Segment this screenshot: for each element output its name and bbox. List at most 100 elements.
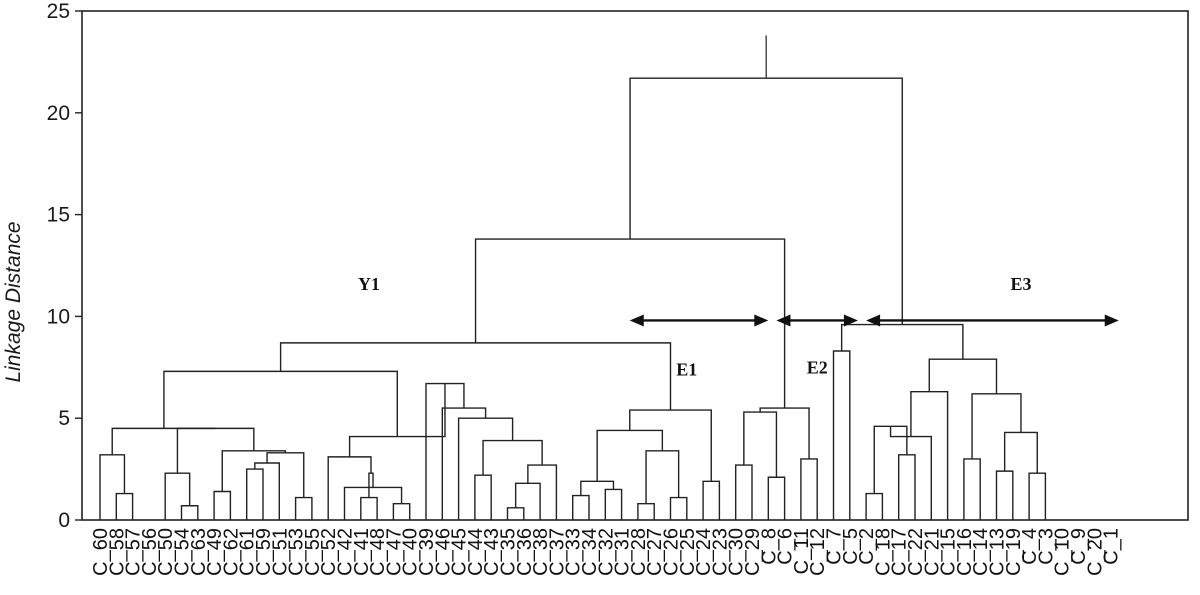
leaf-label: C_15 — [938, 528, 960, 576]
cluster-range-arrows — [629, 314, 1119, 327]
leaf-label: C_9 — [1068, 528, 1090, 565]
leaf-label: C_21 — [921, 528, 943, 576]
leaf-label: C_16 — [954, 528, 976, 576]
dendrogram-link — [865, 492, 884, 520]
dendrogram-link — [266, 452, 305, 498]
leaf-label: C_28 — [628, 528, 650, 576]
dendrogram-link — [360, 496, 378, 520]
leaf-label: C_49 — [204, 528, 226, 576]
leaf-label: C_41 — [351, 528, 373, 576]
arrow-head-left — [866, 314, 881, 327]
leaf-label: C_5 — [840, 528, 862, 565]
leaf-label: C_23 — [709, 528, 731, 576]
leaf-label: C_29 — [742, 528, 764, 576]
leaf-labels: C_60C_58C_57C_56C_50C_54C_63C_49C_62C_61… — [90, 528, 1123, 576]
leaf-label: C_50 — [155, 528, 177, 576]
dendrogram-link — [735, 464, 753, 520]
leaf-label: C_62 — [220, 528, 242, 576]
y-tick-label: 15 — [47, 204, 70, 227]
leaf-label: C_6 — [775, 528, 797, 565]
dendrogram-link — [1003, 431, 1038, 474]
leaf-label: C_58 — [106, 528, 128, 576]
arrow-head-right — [1104, 314, 1119, 327]
dendrogram-link — [246, 468, 264, 520]
leaf-label: C_35 — [498, 528, 520, 576]
leaf-label: C_55 — [302, 528, 324, 576]
dendrogram-link — [910, 391, 949, 520]
y-tick-label: 0 — [58, 509, 70, 532]
dendrogram-link — [928, 358, 998, 394]
dendrogram-link — [604, 488, 623, 520]
leaf-label: C_32 — [595, 528, 617, 576]
dendrogram-link — [898, 454, 916, 520]
leaf-label: C_54 — [172, 528, 194, 576]
y-axis-title: Linkage Distance — [2, 221, 25, 382]
leaf-label: C_48 — [367, 528, 389, 576]
leaf-label: C_63 — [188, 528, 210, 576]
dendrogram-link — [111, 427, 216, 455]
plot-frame — [81, 10, 1189, 521]
dendrogram-link — [759, 407, 810, 459]
dendrogram-links — [99, 35, 1047, 520]
leaf-label: C_61 — [237, 528, 259, 576]
dendrogram-link — [514, 482, 541, 520]
dendrogram-link — [840, 323, 964, 360]
dendrogram-link — [963, 458, 981, 520]
dendrogram-link — [995, 470, 1014, 520]
leaf-label: C_34 — [579, 528, 601, 576]
arrow-head-right — [843, 314, 858, 327]
dendrogram-link — [580, 480, 615, 496]
leaf-label: C_43 — [481, 528, 503, 576]
leaf-label: C_14 — [970, 528, 992, 576]
leaf-label: C_27 — [644, 528, 666, 576]
dendrogram-link — [527, 464, 558, 520]
dendrogram-link — [163, 370, 398, 437]
dendrogram-link — [702, 480, 721, 520]
leaf-label: C_39 — [416, 528, 438, 576]
y-tick-label: 20 — [47, 102, 70, 125]
dendrogram-link — [279, 342, 672, 411]
y-tick-label: 10 — [47, 305, 70, 328]
dendrogram-link — [368, 472, 374, 498]
leaf-label: C_57 — [123, 528, 145, 576]
dendrogram-link — [482, 439, 543, 476]
leaf-label: C_2 — [856, 528, 878, 565]
leaf-label: C_11 — [791, 528, 813, 574]
dendrogram-link — [889, 426, 932, 520]
dendrogram-link — [474, 474, 492, 520]
leaf-label: C_20 — [1084, 528, 1106, 576]
dendrogram-link — [327, 456, 372, 520]
leaf-label: C_26 — [661, 528, 683, 576]
leaf-label: C_8 — [758, 528, 780, 565]
dendrogram-link — [669, 496, 688, 520]
dendrogram-link — [392, 503, 411, 520]
leaf-label: C_25 — [677, 528, 699, 576]
leaf-label: C_42 — [335, 528, 357, 576]
leaf-label: C_19 — [1003, 528, 1025, 576]
leaf-label: C_47 — [383, 528, 405, 576]
dendrogram-link — [254, 462, 280, 520]
leaf-label: C_1 — [1101, 528, 1123, 565]
leaf-label: C_24 — [693, 528, 715, 576]
dendrogram-link — [213, 490, 232, 520]
dendrogram-link — [506, 507, 525, 520]
leaf-label: C_12 — [807, 528, 829, 576]
dendrogram-link — [645, 450, 680, 504]
leaf-label: C_52 — [318, 528, 340, 576]
leaf-label: C_44 — [465, 528, 487, 576]
dendrogram-link — [164, 472, 191, 520]
leaf-label: C_33 — [563, 528, 585, 576]
leaf-label: C_45 — [449, 528, 471, 576]
dendrogram-link — [441, 407, 487, 520]
leaf-label: C_60 — [90, 528, 112, 576]
leaf-label: C_36 — [514, 528, 536, 576]
dendrogram-link — [99, 454, 126, 520]
dendrogram-link — [294, 496, 313, 520]
leaf-label: C_51 — [269, 528, 291, 576]
dendrogram-link — [629, 77, 903, 325]
leaf-label: C_53 — [286, 528, 308, 576]
dendrogram-link — [1028, 472, 1047, 520]
leaf-label: C_18 — [872, 528, 894, 576]
